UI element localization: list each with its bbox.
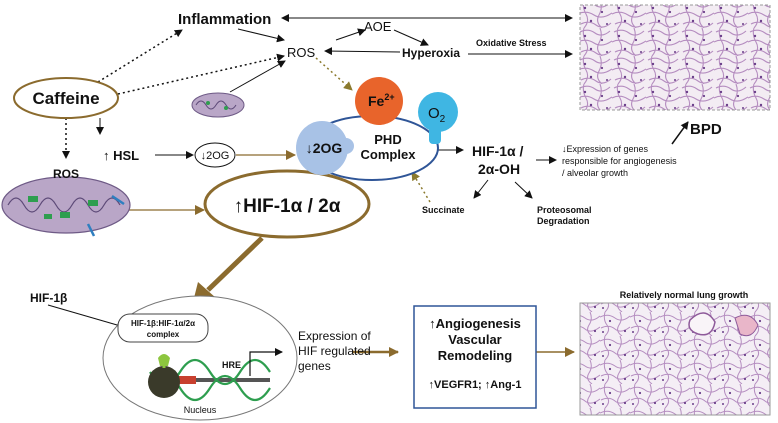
ros-mito-label: ROS	[53, 167, 79, 181]
expression-genes-3: / alveolar growth	[562, 168, 628, 178]
arrow-expression-bpd	[671, 121, 689, 145]
normal-lung-label: Relatively normal lung growth	[620, 290, 749, 300]
lung-tissue-image-bpd	[579, 4, 771, 111]
expr-hif-label-2: HIF regulated	[298, 344, 371, 358]
expr-hif-label-1: Expression of	[298, 329, 371, 343]
arrow-ros-phd	[315, 57, 353, 91]
arrow-hyperoxia-ros	[324, 47, 401, 56]
arrow-ros-aoe	[335, 28, 366, 41]
arrow-inflammation-ros	[237, 28, 285, 43]
hif-oh-label-1: HIF-1α /	[472, 143, 523, 159]
complex-label-1: HIF-1β:HIF-1α/2α	[131, 319, 195, 328]
2og-big-label: ↓2OG	[306, 140, 343, 156]
hif-complex-box	[117, 313, 209, 343]
complex-label-2: complex	[147, 330, 180, 339]
o2-shape	[418, 92, 458, 144]
angio-label-3: Remodeling	[438, 348, 512, 363]
phd-label-1: PHD	[374, 132, 401, 147]
hsl-label: ↑ HSL	[103, 148, 139, 163]
fe-label: Fe2+	[368, 92, 395, 109]
angio-label-1: ↑Angiogenesis	[429, 316, 521, 331]
ros-label-top: ROS	[287, 45, 316, 60]
proteosomal-label-2: Degradation	[537, 216, 590, 226]
fe-circle	[355, 77, 403, 125]
inflammation-label: Inflammation	[178, 11, 271, 28]
hif-up-oval	[203, 169, 371, 239]
phd-label-2: Complex	[361, 147, 417, 162]
hyperoxia-label: Hyperoxia	[402, 46, 460, 60]
arrow-hif-nucleus	[206, 236, 264, 292]
2og-blob-notch	[338, 138, 354, 154]
succinate-label: Succinate	[422, 205, 465, 215]
hif-up-label: ↑HIF-1α / 2α	[234, 196, 341, 217]
expression-genes-1: ↓Expression of genes	[562, 144, 649, 154]
bpd-label: BPD	[690, 121, 722, 138]
expression-genes-2: responsible for angiogenesis	[562, 156, 677, 166]
mitochondrion-icon	[191, 92, 245, 118]
nucleus-label: Nucleus	[184, 405, 217, 415]
aoe-label: AOE	[364, 19, 392, 34]
caffeine-label: Caffeine	[32, 89, 99, 108]
proteosomal-label-1: Proteosomal	[537, 205, 592, 215]
arrow-caffeine-inflammation	[97, 29, 183, 83]
caffeine-oval	[13, 77, 119, 119]
2og-small-oval	[194, 142, 236, 168]
angio-label-2: Vascular	[448, 332, 502, 347]
2og-blob	[296, 121, 348, 175]
hif-oh-label-2: 2α-OH	[478, 161, 520, 177]
mitochondrion-large-icon	[1, 176, 131, 237]
arrow-mito-ros	[229, 60, 286, 93]
angiogenesis-box	[413, 305, 537, 409]
expr-hif-label-3: genes	[298, 359, 331, 373]
oxidative-stress-label: Oxidative Stress	[476, 38, 547, 48]
arrow-caffeine-ros	[117, 53, 285, 95]
arrow-hif1b-complex	[47, 304, 125, 329]
angio-label-4: ↑VEGFR1; ↑Ang-1	[429, 379, 522, 391]
2og-small-label: ↓2OG	[201, 150, 230, 162]
arrow-succinate-phd	[411, 171, 431, 203]
arrow-hifoh-succinate	[473, 179, 489, 199]
arrow-aoe-hyperoxia	[393, 29, 429, 46]
hif1b-label: HIF-1β	[30, 291, 67, 305]
o2-label: O2	[428, 105, 446, 125]
hre-label: HRE	[222, 360, 241, 370]
dna-helix-icon	[148, 348, 283, 402]
arrow-hifoh-degradation	[514, 181, 533, 199]
lung-tissue-image-normal	[579, 302, 771, 416]
